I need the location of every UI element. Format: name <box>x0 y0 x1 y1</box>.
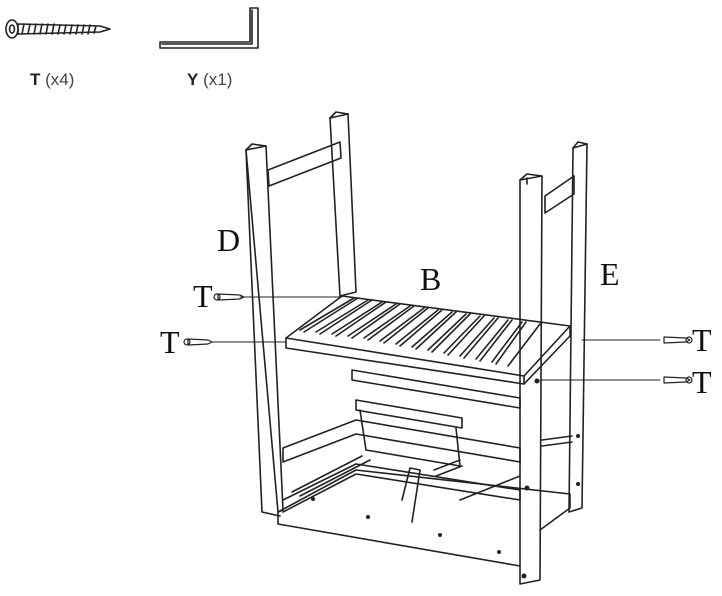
callout-screw-right-upper: T <box>692 322 712 358</box>
screw-holes <box>311 378 580 579</box>
callout-side-e: E <box>600 256 620 292</box>
callout-side-d: D <box>217 222 241 258</box>
callout-shelf-b: B <box>420 261 442 297</box>
part-label-y: Y (x1) <box>187 70 232 90</box>
part-quantity: (x1) <box>203 70 233 89</box>
side-d-top-rail <box>267 141 342 187</box>
screw-guide-lines <box>211 296 661 381</box>
callout-screw-right-lower: T <box>692 364 712 400</box>
callout-screw-left-upper: T <box>193 278 213 314</box>
screw-icon <box>5 19 111 39</box>
part-letter: T <box>30 70 41 89</box>
back-left-post <box>329 111 357 297</box>
screw-small-icon <box>183 293 693 384</box>
part-letter: Y <box>187 70 199 89</box>
side-e-top-rail <box>544 175 575 214</box>
front-left-post <box>245 143 284 517</box>
part-quantity: (x4) <box>45 70 75 89</box>
allen-key-icon <box>159 7 259 49</box>
base-frame <box>277 399 573 567</box>
shelf-b <box>285 295 571 409</box>
callout-screw-left-lower: T <box>160 324 180 360</box>
part-label-t: T (x4) <box>30 70 74 90</box>
back-right-post <box>568 141 588 513</box>
